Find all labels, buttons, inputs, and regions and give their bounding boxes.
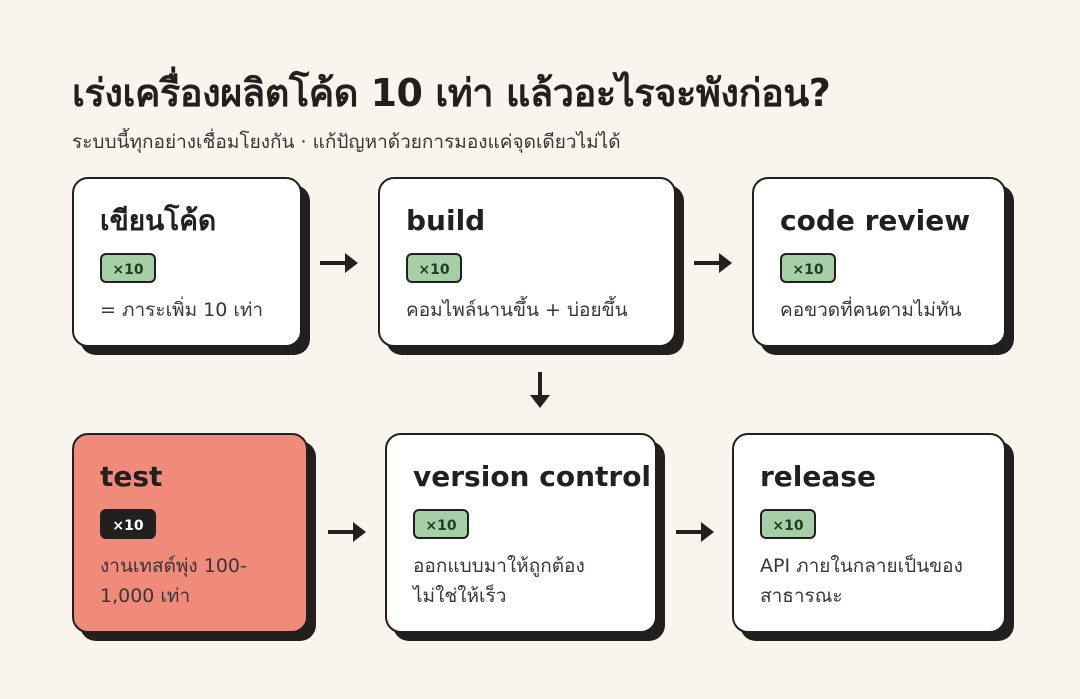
card-code-review: code review ×10 คอขวดที่คนตามไม่ทัน: [752, 177, 1006, 347]
arrow-right-icon: [320, 253, 358, 273]
multiplier-badge: ×10: [760, 509, 816, 539]
multiplier-badge: ×10: [100, 509, 156, 539]
arrow-down-icon: [530, 372, 550, 408]
multiplier-badge: ×10: [406, 253, 462, 283]
card-description: = ภาระเพิ่ม 10 เท่า: [100, 299, 264, 321]
card-title: test: [100, 460, 163, 493]
card-write-code: เขียนโค้ด ×10 = ภาระเพิ่ม 10 เท่า: [72, 177, 302, 347]
card-description: ออกแบบมาให้ถูกต้อง ไม่ใช่ให้เร็ว: [413, 555, 585, 607]
multiplier-badge: ×10: [413, 509, 469, 539]
arrow-right-icon: [676, 522, 714, 542]
card-title: release: [760, 460, 876, 493]
arrow-right-icon: [694, 253, 732, 273]
card-title: เขียนโค้ด: [100, 204, 217, 237]
card-release: release ×10 API ภายในกลายเป็นของสาธารณะ: [732, 433, 1006, 633]
card-title: build: [406, 204, 486, 237]
card-test: test ×10 งานเทสต์พุ่ง 100-1,000 เท่า: [72, 433, 308, 633]
card-version-control: version control ×10 ออกแบบมาให้ถูกต้อง ไ…: [385, 433, 657, 633]
card-title: code review: [780, 204, 971, 237]
card-description: API ภายในกลายเป็นของสาธารณะ: [760, 555, 963, 607]
card-description: คอขวดที่คนตามไม่ทัน: [780, 299, 962, 321]
card-build: build ×10 คอมไพล์นานขึ้น + บ่อยขึ้น: [378, 177, 676, 347]
card-description: งานเทสต์พุ่ง 100-1,000 เท่า: [100, 555, 247, 607]
multiplier-badge: ×10: [100, 253, 156, 283]
page-title: เร่งเครื่องผลิตโค้ด 10 เท่า แล้วอะไรจะพั…: [72, 71, 831, 115]
card-description: คอมไพล์นานขึ้น + บ่อยขึ้น: [406, 299, 628, 321]
multiplier-badge: ×10: [780, 253, 836, 283]
card-title: version control: [413, 460, 652, 493]
arrow-right-icon: [328, 522, 366, 542]
page-subtitle: ระบบนี้ทุกอย่างเชื่อมโยงกัน · แก้ปัญหาด้…: [72, 131, 621, 153]
